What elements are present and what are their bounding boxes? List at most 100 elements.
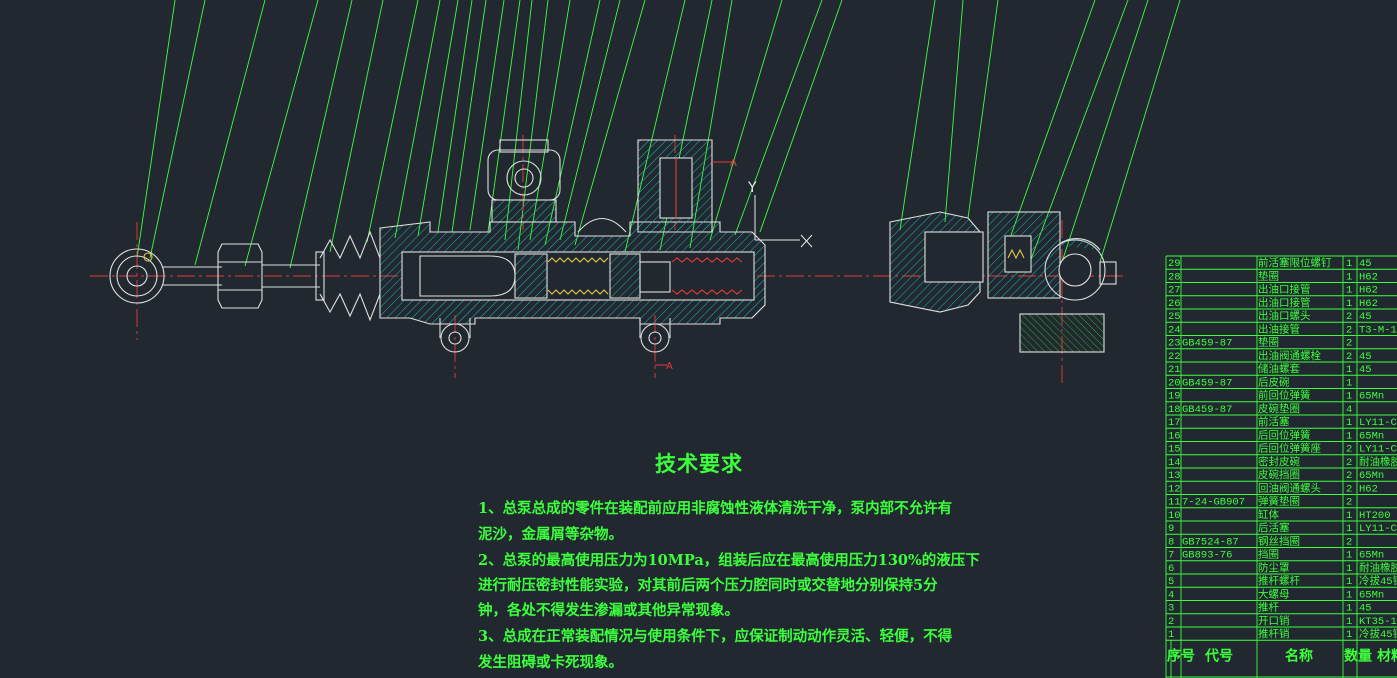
bom-cell-material: 45 (1359, 603, 1372, 615)
bom-cell-no: 10 (1168, 510, 1181, 522)
bom-cell-name: 开口销 (1258, 614, 1290, 628)
bom-cell-name: 推杆 (1258, 601, 1280, 615)
bom-cell-no: 6 (1168, 563, 1174, 575)
bom-header-code: 代号 (1204, 647, 1233, 664)
bom-cell-no: 23 (1168, 338, 1181, 350)
axis-y-label: Y (747, 180, 757, 196)
bom-cell-name: 出油口螺头 (1258, 309, 1311, 323)
bom-cell-material: 65Mn (1359, 550, 1384, 562)
bom-cell-qty: 1 (1346, 258, 1352, 270)
bom-cell-name: 回油阀通螺头 (1258, 481, 1321, 495)
bom-cell-qty: 1 (1346, 510, 1352, 522)
bom-cell-qty: 1 (1346, 550, 1352, 562)
bom-cell-qty: 1 (1346, 271, 1352, 283)
tech-line-2: 泥沙，金属屑等杂物。 (478, 526, 623, 543)
bom-cell-name: 出油接管 (1258, 322, 1300, 336)
tech-line-7: 发生阻碍或卡死现象。 (478, 654, 623, 671)
bom-cell-material: 冷拔45钢 (1359, 574, 1397, 588)
bom-cell-qty: 2 (1346, 324, 1352, 336)
bom-cell-qty: 1 (1346, 391, 1352, 403)
bom-cell-qty: 2 (1346, 483, 1352, 495)
bom-cell-no: 4 (1168, 589, 1174, 601)
bom-cell-name: 大螺母 (1258, 587, 1290, 601)
bom-cell-qty: 1 (1346, 523, 1352, 535)
tech-line-1: 1、总泵总成的零件在装配前应用非腐蚀性液体清洗干净，泵内部不允许有 (478, 500, 953, 517)
bom-cell-name: 垫圈 (1258, 269, 1279, 283)
bom-cell-name: 后回位弹簧 (1258, 428, 1311, 442)
bom-cell-qty: 1 (1346, 563, 1352, 575)
bom-cell-qty: 2 (1346, 536, 1352, 548)
bom-cell-name: 推杆螺杆 (1258, 574, 1300, 588)
section-label-a-bottom: A (666, 361, 673, 372)
bom-cell-no: 20 (1168, 377, 1181, 389)
bom-cell-name: 前回位弹簧 (1258, 389, 1311, 403)
bom-cell-no: 17 (1168, 417, 1181, 429)
bom-header-qty: 数量 (1344, 647, 1372, 664)
bom-cell-name: 缸体 (1258, 508, 1280, 522)
bom-cell-code: 7-24-GB907 (1182, 497, 1245, 509)
tech-line-5: 钟，各处不得发生渗漏或其他异常现象。 (478, 602, 739, 619)
bom-cell-name: 弹簧垫圈 (1258, 495, 1300, 509)
bom-cell-no: 11 (1168, 497, 1181, 509)
bom-cell-name: 皮碗垫圈 (1258, 402, 1300, 416)
bom-cell-material: LY11-CZ (1359, 417, 1397, 429)
bom-cell-material: 耐油橡胶 (1359, 561, 1397, 575)
bom-cell-material: H62 (1359, 271, 1378, 283)
bom-cell-material: 65Mn (1359, 391, 1384, 403)
bom-cell-no: 18 (1168, 404, 1181, 416)
bom-cell-code: GB459-87 (1182, 404, 1232, 416)
bom-cell-material: LY11-CZ (1359, 523, 1397, 535)
bom-header-name: 名称 (1285, 647, 1313, 664)
bom-cell-name: 垫圈 (1258, 336, 1279, 350)
bom-cell-name: 密封皮碗 (1258, 455, 1300, 469)
bom-cell-no: 12 (1168, 483, 1181, 495)
bom-cell-name: 挡圈 (1258, 548, 1279, 562)
bom-cell-material: 耐油橡胶 (1359, 455, 1397, 469)
bom-cell-material: 45 (1359, 364, 1372, 376)
bom-cell-name: 前活塞限位螺钉 (1258, 256, 1332, 270)
section-markers (655, 161, 732, 366)
tech-line-4: 进行耐压密封性能实验，对其前后两个压力腔同时或交替地分别保持5分 (478, 577, 938, 594)
bom-cell-qty: 2 (1346, 444, 1352, 456)
bom-cell-code: GB459-87 (1182, 377, 1232, 389)
bom-cell-qty: 1 (1346, 285, 1352, 297)
bom-cell-qty: 2 (1346, 457, 1352, 469)
bom-cell-qty: 2 (1346, 311, 1352, 323)
bom-cell-material: 45 (1359, 311, 1372, 323)
bom-cell-name: 后皮碗 (1258, 375, 1290, 389)
leader-lines (136, 0, 1181, 269)
bom-cell-no: 9 (1168, 523, 1174, 535)
bom-cell-material: 65Mn (1359, 589, 1384, 601)
bom-cell-qty: 1 (1346, 417, 1352, 429)
bom-cell-no: 14 (1168, 457, 1181, 469)
bom-cell-material: 冷拔45钢 (1359, 627, 1397, 641)
bom-cell-name: 钢丝挡圈 (1258, 534, 1300, 548)
bom-cell-material: 65Mn (1359, 470, 1384, 482)
bom-cell-qty: 1 (1346, 364, 1352, 376)
bom-cell-qty: 2 (1346, 497, 1352, 509)
bom-cell-no: 7 (1168, 550, 1174, 562)
bom-cell-no: 21 (1168, 364, 1181, 376)
bom-cell-qty: 2 (1346, 470, 1352, 482)
bom-cell-name: 防尘罩 (1258, 561, 1290, 575)
bom-cell-name: 出油阀通螺栓 (1258, 349, 1321, 363)
section-label-a-top: A (730, 158, 737, 169)
bom-cell-material: 65Mn (1359, 430, 1384, 442)
bom-cell-qty: 1 (1346, 430, 1352, 442)
tech-line-6: 3、总成在正常装配情况与使用条件下，应保证制动动作灵活、轻便，不得 (478, 628, 953, 645)
bom-header-material: 材料 (1377, 647, 1397, 664)
bom-cell-no: 2 (1168, 616, 1174, 628)
bom-cell-no: 24 (1168, 324, 1181, 336)
bom-cell-name: 推杆销 (1258, 627, 1290, 641)
bom-cell-no: 27 (1168, 285, 1181, 297)
bom-header-no: 序号 (1167, 647, 1195, 664)
bom-cell-no: 5 (1168, 576, 1174, 588)
bom-cell-material: H62 (1359, 483, 1378, 495)
bom-cell-no: 3 (1168, 603, 1174, 615)
bom-cell-name: 前活塞 (1258, 415, 1290, 429)
bom-cell-material: KT35-10 (1359, 616, 1397, 628)
bom-cell-code: GB459-87 (1182, 338, 1232, 350)
bom-cell-name: 出油口接管 (1258, 296, 1311, 310)
ucs-axis (754, 195, 813, 248)
